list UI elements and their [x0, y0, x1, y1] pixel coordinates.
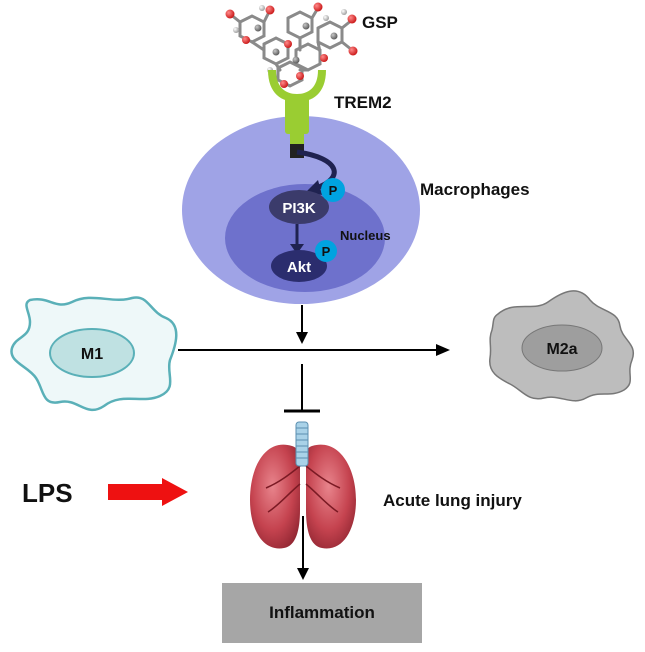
lung-icon [250, 444, 356, 549]
akt-label: Akt [287, 259, 311, 276]
trem2-label: TREM2 [334, 93, 392, 112]
m1-label: M1 [81, 346, 103, 363]
nucleus-label: Nucleus [340, 228, 391, 243]
trachea-icon [295, 421, 309, 467]
pi3k-phospho [321, 178, 345, 202]
pi3k-label: PI3K [282, 200, 316, 217]
lps-label: LPS [22, 478, 73, 508]
lps-arrow [108, 478, 188, 506]
m1-nucleus [49, 328, 135, 378]
akt-phospho-label: P [322, 244, 331, 259]
akt-node [271, 250, 327, 282]
gsp-molecule-icon [225, 2, 358, 88]
pi3k-node [269, 190, 329, 224]
gsp-label: GSP [362, 13, 398, 32]
pi3k-phospho-label: P [329, 183, 338, 198]
acute-lung-injury-label: Acute lung injury [383, 491, 522, 510]
macrophages-label: Macrophages [420, 180, 530, 199]
nucleus [225, 184, 385, 292]
inflammation-box: Inflammation [222, 583, 422, 643]
akt-phospho [315, 240, 337, 262]
m2a-label: M2a [546, 341, 577, 358]
m2a-nucleus [521, 324, 603, 372]
